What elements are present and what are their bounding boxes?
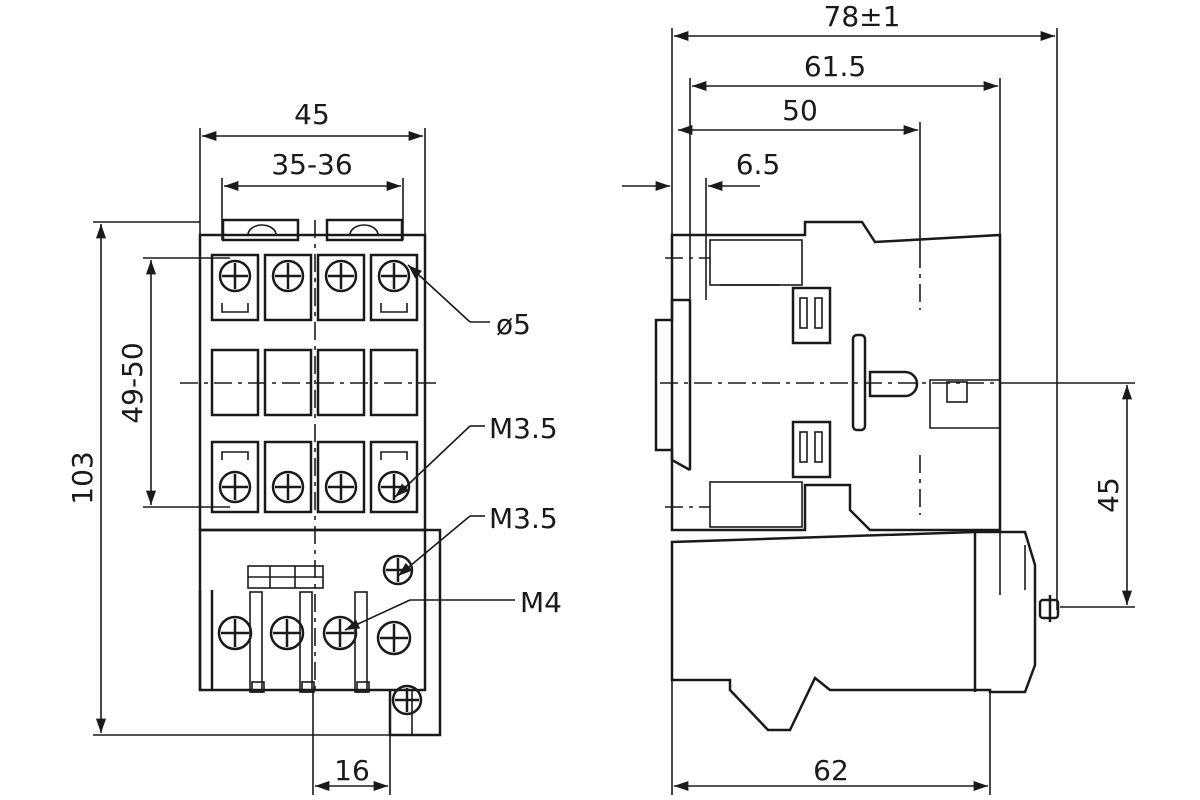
top-terminal-row xyxy=(210,253,419,322)
dim-overall-width: 45 xyxy=(294,98,330,131)
callout-screw-lower: M3.5 xyxy=(489,502,558,535)
lower-terminal-row xyxy=(210,440,419,514)
front-callouts: ø5 M3.5 M3.5 M4 xyxy=(344,264,562,631)
dim-base-depth: 62 xyxy=(813,754,849,787)
callout-hole: ø5 xyxy=(496,308,531,341)
side-dimensions: 78±1 61.5 50 6.5 45 62 xyxy=(622,0,1135,795)
dim-overall-depth: 78±1 xyxy=(824,0,901,33)
dim-bottom-pitch: 16 xyxy=(334,754,370,787)
dim-depth-2: 61.5 xyxy=(804,50,866,83)
dim-mount-spacing: 35-36 xyxy=(271,148,352,181)
dim-depth-3: 50 xyxy=(782,94,818,127)
dim-terminal-pitch: 49-50 xyxy=(116,342,149,423)
dim-rail-height: 45 xyxy=(1092,477,1125,513)
front-view xyxy=(180,218,442,737)
front-dimensions: 45 35-36 103 49-50 16 xyxy=(66,98,426,795)
side-view xyxy=(654,220,1060,732)
callout-screw-main: M4 xyxy=(520,586,562,619)
callout-screw-upper: M3.5 xyxy=(489,412,558,445)
dim-overall-height: 103 xyxy=(66,451,99,504)
dim-offset: 6.5 xyxy=(736,148,781,181)
